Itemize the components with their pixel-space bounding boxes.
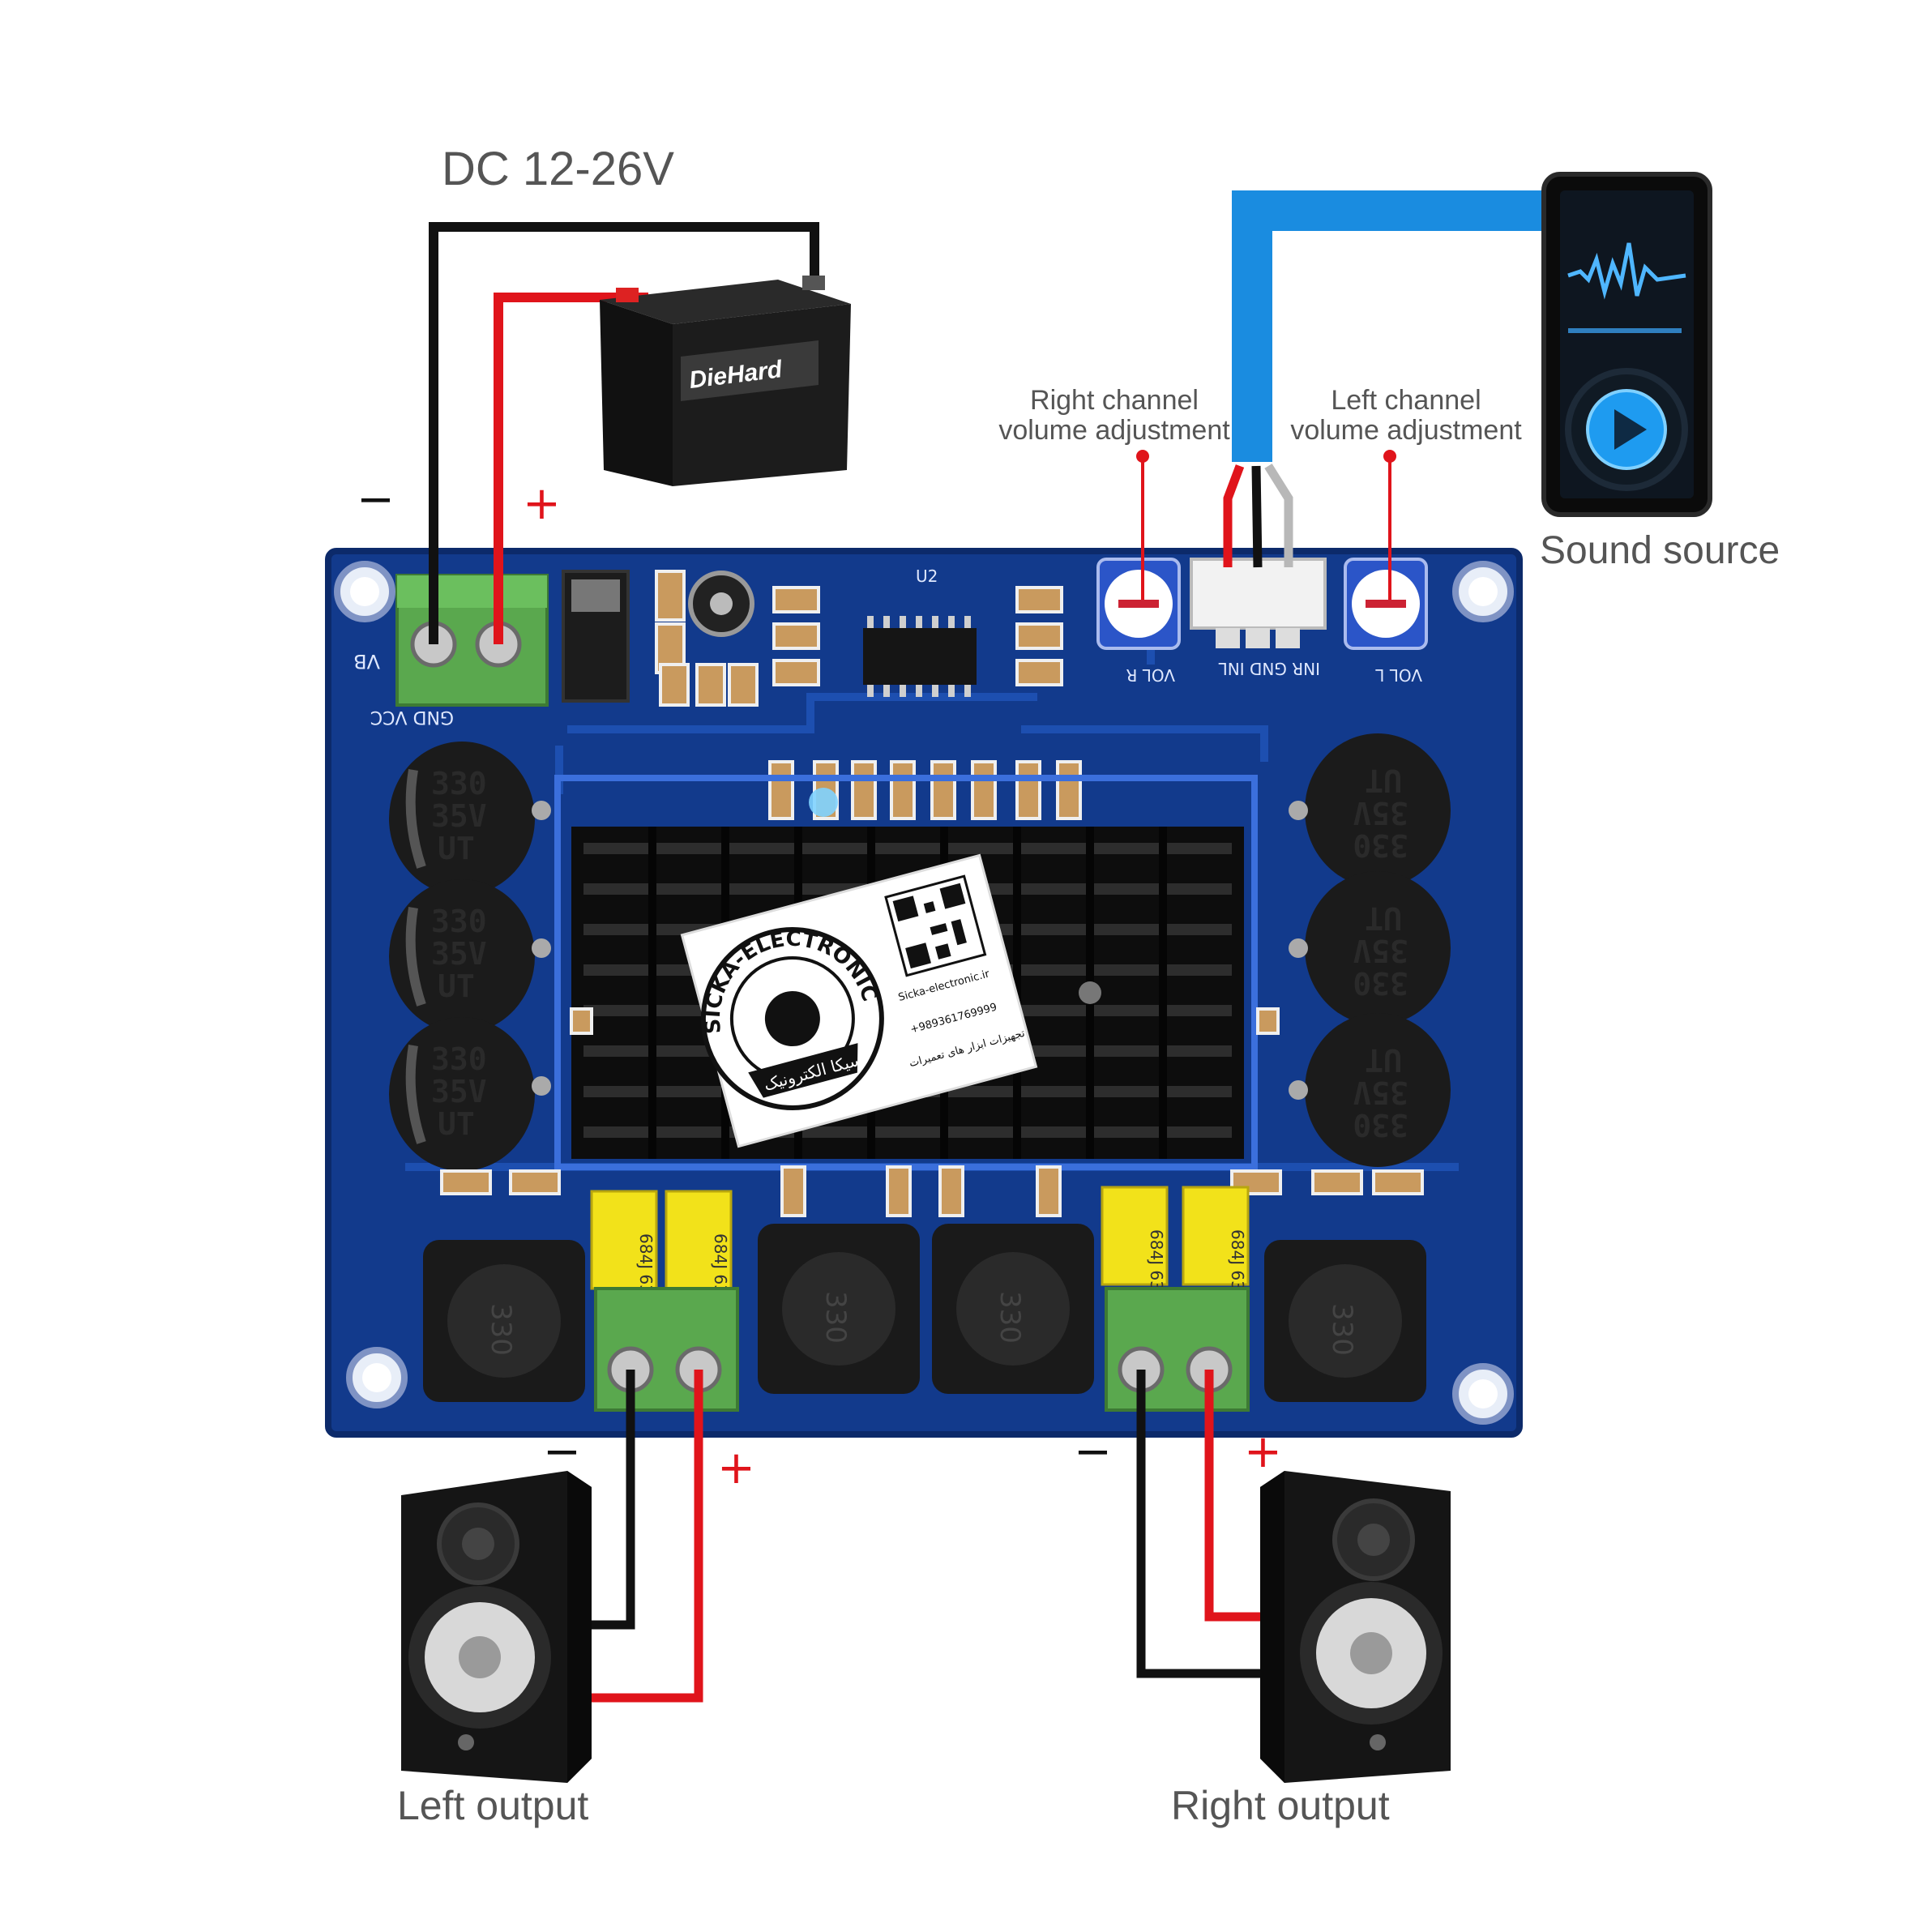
capacitor-c33: 330 35V UT (389, 1017, 551, 1171)
power-minus-sign: − (357, 473, 395, 526)
left-plus-sign: + (717, 1442, 755, 1494)
cap-value: 330 (431, 766, 487, 801)
mounting-hole (346, 1347, 408, 1408)
terminal-vb-label: VB (353, 650, 380, 673)
cap-value: 330 (1353, 827, 1408, 863)
left-volume-label-line2: volume adjustment (1290, 415, 1522, 446)
ic-label: U2 (916, 566, 938, 586)
battery-icon: DieHard (600, 276, 851, 486)
cap-series: UT (1365, 1042, 1402, 1078)
right-speaker-wire-negative (1136, 1370, 1264, 1678)
input-header: INR GND INL (1190, 558, 1327, 678)
potentiometer-left[interactable]: VOL L (1344, 558, 1428, 685)
left-speaker-wire-negative (592, 1370, 635, 1630)
input-pins-label: INR GND INL (1218, 659, 1320, 678)
cap-value: 330 (431, 904, 487, 939)
pointer-dot (1136, 450, 1149, 463)
power-terminal-block: GND VCC VB (353, 574, 549, 727)
inductor: 330 (423, 1240, 585, 1402)
potentiometer-right[interactable]: VOL R (1096, 558, 1181, 685)
cap-series: UT (1365, 763, 1402, 798)
cap-value: 330 (431, 1041, 487, 1077)
status-led (809, 788, 838, 817)
inductor-label: 330 (819, 1291, 852, 1344)
audio-wire-right (1223, 464, 1245, 567)
mounting-hole (334, 561, 395, 622)
inductor: 330 (758, 1224, 920, 1394)
film-cap-label: 684J 63 (1147, 1229, 1166, 1291)
left-minus-sign: − (543, 1425, 581, 1478)
cap-voltage: 35V (431, 1074, 487, 1109)
inductor-label: 330 (1326, 1303, 1358, 1356)
left-volume-label-line1: Left channel (1331, 385, 1481, 416)
power-plus-sign: + (523, 477, 561, 530)
film-cap-label: 684J 63 (711, 1233, 730, 1295)
cap-voltage: 35V (1353, 795, 1408, 831)
capacitor-c32: 330 35V UT (1289, 733, 1451, 887)
speaker-icon (401, 1471, 592, 1783)
qr-code (884, 874, 987, 977)
right-speaker-wire-positive (1204, 1370, 1264, 1622)
right-volume-label-line2: volume adjustment (998, 415, 1230, 446)
audio-wire-ground (1251, 465, 1263, 568)
film-cap-label: 684J 63 (636, 1233, 656, 1295)
smd-resistors (655, 570, 1063, 707)
capacitor-c6: 330 35V UT (1289, 871, 1451, 1025)
cap-series: UT (1365, 900, 1402, 936)
capacitor-c31: 330 35V UT (1289, 1013, 1451, 1167)
wires (429, 190, 1552, 1703)
left-speaker-wire-positive (592, 1370, 703, 1703)
cap-voltage: 35V (1353, 933, 1408, 968)
cap-voltage: 35V (431, 936, 487, 972)
film-cap-label: 684J 63 (1228, 1229, 1247, 1291)
film-capacitor: 684J 63 (665, 1190, 733, 1295)
right-plus-sign: + (1244, 1425, 1282, 1478)
power-label: DC 12-26V (442, 143, 674, 195)
inductor: 330 (932, 1224, 1094, 1394)
cap-voltage: 35V (431, 798, 487, 834)
film-capacitor: 684J 63 (590, 1190, 658, 1295)
mounting-hole (1452, 561, 1514, 622)
power-wire-negative (429, 222, 819, 644)
cap-voltage: 35V (1353, 1075, 1408, 1110)
cap-series: UT (438, 1106, 475, 1142)
play-icon[interactable] (1586, 389, 1667, 470)
terminal-pins-label: GND VCC (370, 707, 454, 727)
speaker-icon (1260, 1471, 1451, 1783)
right-volume-label-line1: Right channel (1030, 385, 1199, 416)
pot-right-label: VOL R (1126, 665, 1175, 685)
capacitor-c5: 330 35V UT (389, 879, 551, 1033)
cap-value: 330 (1353, 965, 1408, 1001)
film-capacitor: 684J 63 (1182, 1186, 1250, 1291)
left-output-terminal (594, 1287, 739, 1412)
cap-value: 330 (1353, 1107, 1408, 1143)
audio-cable (1232, 190, 1552, 462)
inductor-label: 330 (994, 1291, 1026, 1344)
ic-chip: U2 (863, 566, 977, 697)
inductor-label: 330 (485, 1303, 517, 1356)
cap-series: UT (438, 968, 475, 1004)
pointer-dot (1383, 450, 1396, 463)
sound-source-label: Sound source (1540, 529, 1780, 572)
mounting-hole (1452, 1363, 1514, 1425)
inductor: 330 (1264, 1240, 1426, 1402)
right-output-terminal (1105, 1287, 1250, 1412)
right-output-label: Right output (1171, 1783, 1390, 1828)
power-wire-positive (494, 293, 648, 644)
smd-bottom (440, 1007, 1424, 1217)
right-minus-sign: − (1074, 1425, 1112, 1478)
cap-series: UT (438, 831, 475, 866)
capacitor-c34: 330 35V UT (389, 742, 551, 895)
left-output-label: Left output (397, 1783, 588, 1828)
film-capacitor: 684J 63 (1101, 1186, 1169, 1291)
audio-wire-left (1264, 464, 1293, 567)
music-player-icon (1541, 172, 1712, 517)
small-capacitor (688, 571, 754, 637)
pot-left-label: VOL L (1374, 665, 1422, 685)
